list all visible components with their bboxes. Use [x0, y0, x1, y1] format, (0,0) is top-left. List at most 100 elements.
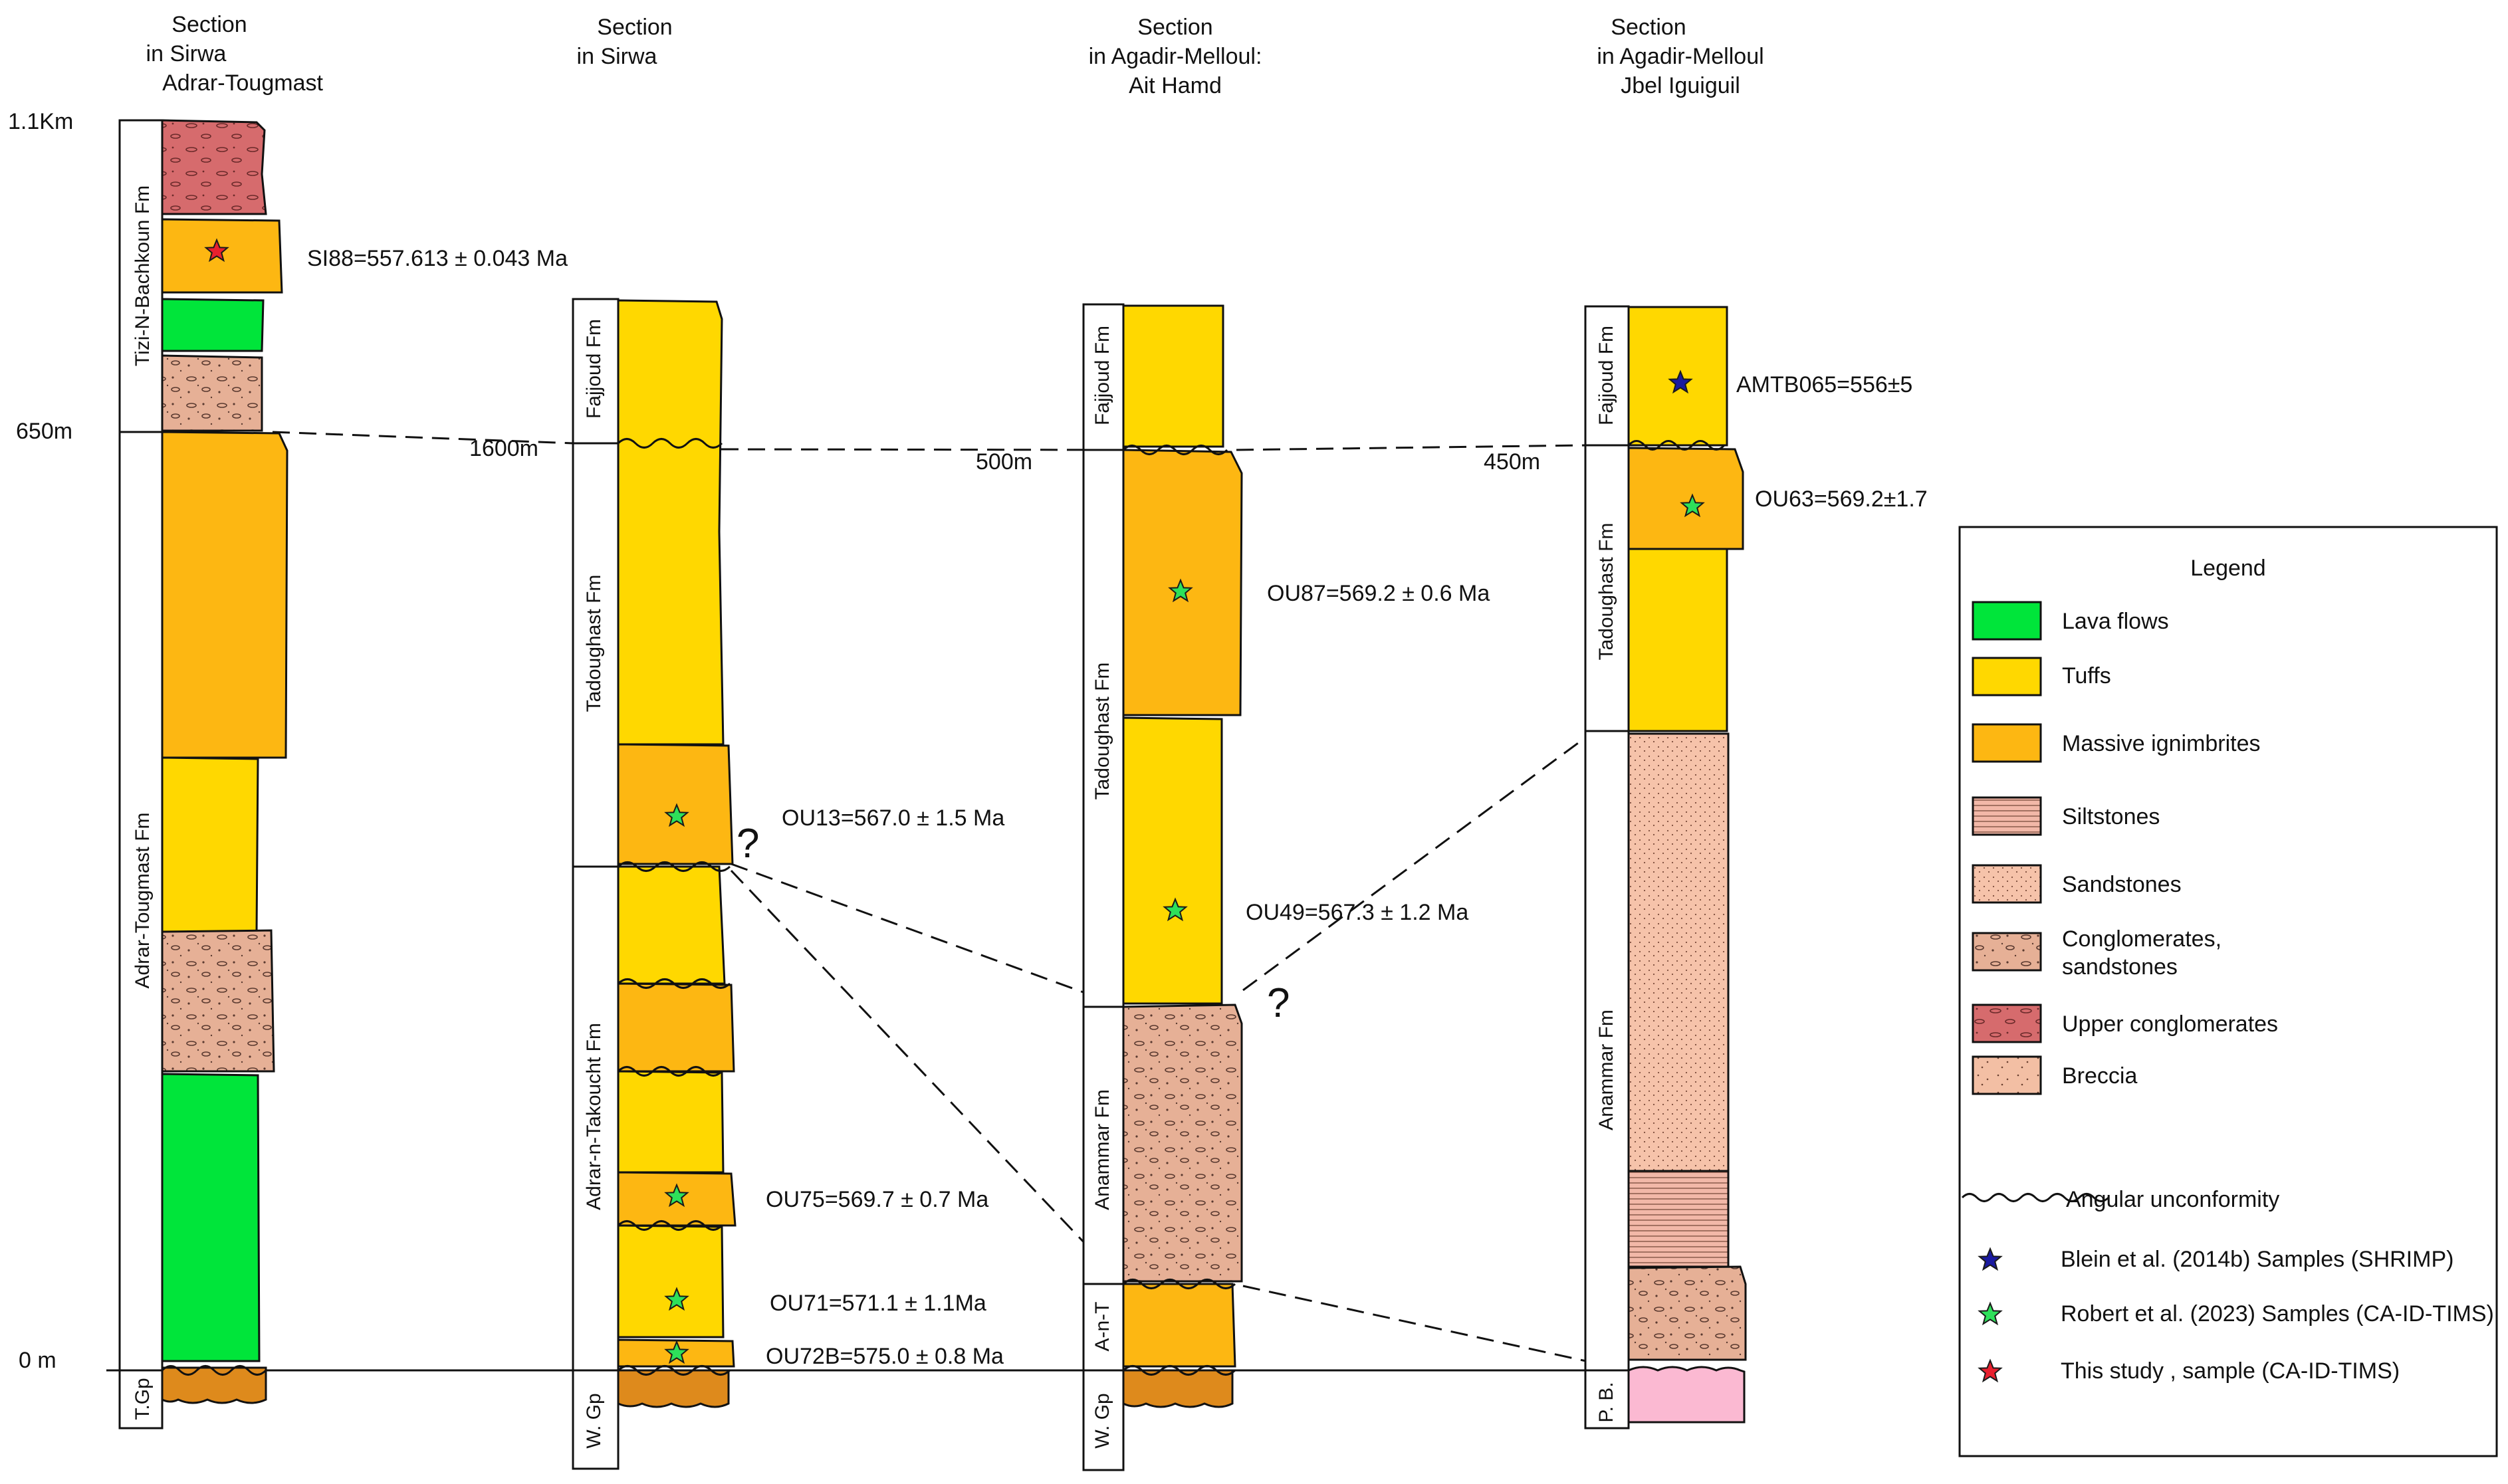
legend-label-siltstone: Siltstones [2062, 804, 2160, 829]
layer-conglomerate-upper [161, 354, 263, 432]
formation-label-tadoughast-2: Tadoughast Fm [583, 575, 605, 712]
layer-tuff-col1 [161, 756, 259, 933]
section-1-title-line-2: in Sirwa [146, 41, 227, 66]
legend-label-breccia: Breccia [2062, 1063, 2137, 1089]
legend-swatch-breccia [1972, 1055, 2042, 1095]
legend-unconformity-icon [1961, 1193, 2110, 1202]
sample-label-ou13: OU13=567.0 ± 1.5 Ma [782, 805, 1004, 831]
scale-label-1-650m: 650m [16, 419, 72, 444]
layer-ignimbrite-main [161, 431, 288, 759]
layer-basement-p-b [1627, 1366, 1746, 1424]
layer-basement-w-gp-3 [1122, 1369, 1234, 1408]
formation-label-tadoughast-4: Tadoughast Fm [1595, 523, 1617, 661]
layer-siltstone-anammar-4 [1627, 1170, 1730, 1268]
scale-label-1-1km: 1.1Km [8, 109, 73, 134]
legend-label-sandstone: Sandstones [2062, 872, 2182, 897]
layer-ignimbrite-ou87 [1122, 449, 1243, 716]
sample-label-ou75: OU75=569.7 ± 0.7 Ma [766, 1187, 988, 1212]
formation-label-adrar-n-takoucht: Adrar-n-Takoucht Fm [583, 1023, 605, 1210]
legend-swatch-sandstone [1972, 864, 2042, 904]
column-1-adrar-tougmast: Tizi-N-Bachkoun Fm Adrar-Tougmast Fm T.G… [118, 119, 288, 1430]
legend-label-lava: Lava flows [2062, 609, 2169, 634]
section-2-title-line-2: in Sirwa [577, 44, 657, 69]
sample-label-ou49: OU49=567.3 ± 1.2 Ma [1246, 900, 1468, 925]
legend-swatch-tuff [1972, 657, 2042, 696]
layer-tuff-middle-2 [617, 1070, 725, 1174]
legend-swatch-lava [1972, 601, 2042, 641]
section-1-title-line-1: Section [171, 12, 247, 37]
sample-label-ou72b: OU72B=575.0 ± 0.8 Ma [766, 1344, 1004, 1369]
sample-label-amtb065: AMTB065=556±5 [1736, 372, 1912, 397]
layer-ignimbrite-a-n-t [1122, 1283, 1236, 1368]
layer-upper-conglomerates [161, 119, 267, 215]
formation-label-w-gp-2: W. Gp [583, 1393, 605, 1448]
formation-label-anammar-3: Anammar Fm [1091, 1089, 1113, 1210]
section-4-title-line-3: Jbel Iguiguil [1621, 73, 1740, 98]
layer-ignimbrite-ou63 [1627, 447, 1744, 550]
section-3-title-line-2: in Agadir-Melloul: [1089, 44, 1262, 69]
column-4-jbel-iguiguil: Fajjoud Fm Tadoughast Fm Anammar Fm P. B… [1584, 305, 1747, 1430]
formation-label-tizi-n-bachkoun: Tizi-N-Bachkoun Fm [132, 185, 154, 366]
legend-swatch-conglomerate [1972, 932, 2042, 972]
formation-label-t-gp: T.Gp [132, 1378, 154, 1420]
correlation-lines [106, 431, 1629, 1372]
question-mark-col3: ? [1267, 980, 1290, 1026]
sample-label-ou87: OU87=569.2 ± 0.6 Ma [1267, 581, 1490, 606]
layer-tuff-tadoughast-4 [1627, 548, 1728, 732]
formation-label-a-n-t: A-n-T [1091, 1302, 1113, 1352]
legend-swatch-siltstone [1972, 796, 2042, 836]
sample-label-ou63: OU63=569.2±1.7 [1755, 486, 1928, 512]
formation-label-fajjoud-2: Fajjoud Fm [583, 319, 605, 419]
unconformity-marks [161, 438, 1726, 1376]
section-4-title-line-1: Section [1611, 15, 1686, 40]
layer-conglomerate-anammar-4 [1627, 1265, 1747, 1361]
layer-lava-upper [161, 298, 265, 352]
section-4-title-line-2: in Agadir-Melloul [1597, 44, 1764, 69]
sample-label-si88: SI88=557.613 ± 0.043 Ma [307, 246, 568, 271]
formation-label-fajjoud-3: Fajjoud Fm [1091, 326, 1113, 425]
layer-tuff-ou49 [1122, 716, 1223, 1005]
formation-bar-4 [1584, 305, 1630, 1430]
legend-label-ignimbrite: Massive ignimbrites [2062, 731, 2261, 756]
layer-conglomerate-anammar-3 [1122, 1004, 1243, 1283]
legend-swatch-ignimbrite [1972, 723, 2042, 763]
layer-basement-w-gp-2 [617, 1369, 730, 1408]
layer-lava-lower [161, 1073, 261, 1362]
legend-title: Legend [2190, 556, 2265, 581]
formation-label-fajjoud-4: Fajjoud Fm [1595, 326, 1617, 425]
scale-label-1-0m: 0 m [19, 1348, 57, 1373]
formation-bar-2 [572, 298, 620, 1470]
legend-swatch-upper-conglomerate [1972, 1004, 2042, 1043]
layer-basement-t-gp [161, 1366, 267, 1404]
legend-label-unconformity: Angular unconformity [2066, 1187, 2279, 1212]
layer-tuff-lower-2 [617, 865, 726, 985]
layer-ignimbrite-ou13 [617, 743, 734, 865]
scale-label-3-500m: 500m [976, 449, 1032, 475]
formation-label-tadoughast-3: Tadoughast Fm [1091, 663, 1113, 800]
formation-label-adrar-tougmast: Adrar-Tougmast Fm [132, 812, 154, 988]
layer-sandstone-anammar-4 [1627, 732, 1730, 1172]
formation-bar-3 [1082, 303, 1125, 1471]
section-2-title-line-1: Section [597, 15, 672, 40]
formation-bar-1 [118, 119, 164, 1430]
layer-conglomerate-lower [161, 929, 275, 1073]
scale-label-4-450m: 450m [1484, 449, 1540, 475]
formation-label-w-gp-3: W. Gp [1091, 1393, 1113, 1448]
legend-label-upper-conglomerate: Upper conglomerates [2062, 1011, 2278, 1037]
section-3-title-line-1: Section [1137, 15, 1212, 40]
formation-label-p-b: P. B. [1595, 1382, 1617, 1422]
legend-label-this-study: This study , sample (CA-ID-TIMS) [2061, 1358, 2400, 1384]
scale-label-2-1600m: 1600m [469, 436, 538, 461]
legend-frame [1958, 526, 2498, 1457]
sample-label-ou71: OU71=571.1 ± 1.1Ma [770, 1291, 986, 1316]
formation-label-anammar-4: Anammar Fm [1595, 1009, 1617, 1130]
legend: Legend Lava flows Tuffs Massive ignimbri… [1958, 526, 2498, 1457]
legend-label-tuff: Tuffs [2062, 663, 2111, 689]
column-2-sirwa: Fajjoud Fm Tadoughast Fm Adrar-n-Takouch… [572, 298, 737, 1470]
layer-ignimbrite-middle-2 [617, 982, 735, 1073]
layer-tuff-fajjoud-4 [1627, 306, 1728, 447]
section-1-title-line-3: Adrar-Tougmast [162, 70, 323, 96]
column-3-ait-hamd: Fajjoud Fm Tadoughast Fm Anammar Fm A-n-… [1082, 303, 1243, 1471]
question-mark-col2: ? [737, 821, 759, 867]
